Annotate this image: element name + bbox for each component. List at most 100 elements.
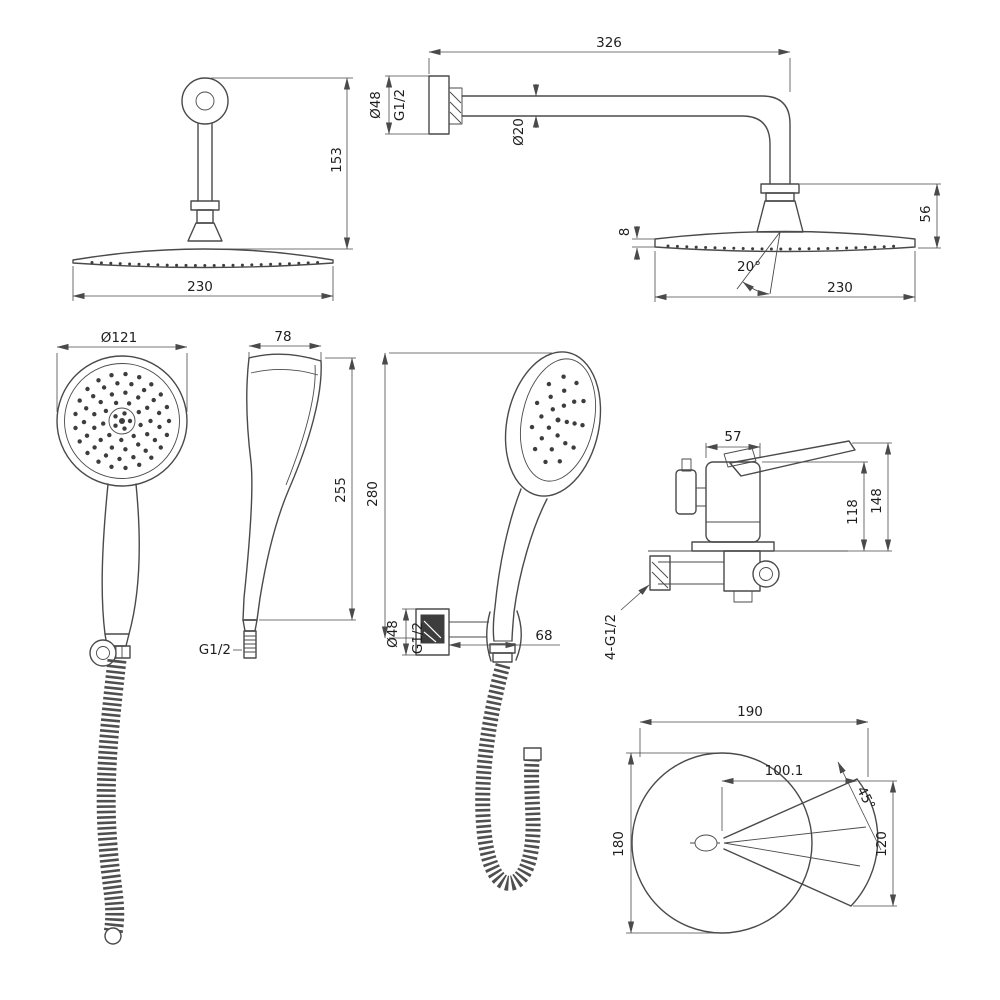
hose-nut-knurl: [492, 652, 513, 663]
supply-elbow: [649, 555, 671, 591]
head-connector: [187, 222, 223, 242]
hose-end-fitting: [523, 747, 542, 761]
holder-arm: [449, 621, 489, 638]
dim-label-width: 230: [187, 279, 213, 295]
holder-cup-right: [515, 610, 522, 661]
shower-head: [654, 230, 916, 253]
handle-right-edge: [128, 483, 141, 635]
dim-label-height-inner: 118: [845, 499, 861, 525]
handshower-side-view: 78 G1/2 255: [199, 329, 356, 659]
wall-flange-inner: [195, 91, 215, 111]
dim-line-angle: [837, 761, 882, 851]
nozzle-ring-3: [92, 390, 153, 452]
extension-lines: [56, 353, 188, 412]
dim-label-thickness: 8: [617, 228, 633, 237]
face-ring: [64, 363, 180, 479]
wall-flange: [428, 75, 450, 135]
extension-lines: [632, 238, 655, 248]
thread-nut: [242, 619, 258, 632]
center-ring: [108, 407, 136, 435]
head-band-line: [250, 368, 319, 376]
bottom-port: [733, 590, 753, 603]
extension-lines: [385, 75, 429, 135]
extension-lines: [389, 352, 552, 639]
cartridge-center: [694, 834, 718, 852]
escutcheon-outline: [631, 752, 813, 934]
head-left-edge: [242, 357, 253, 621]
shower-hose: [475, 663, 541, 891]
dim-label-flange: Ø48: [368, 91, 384, 119]
shower-head: [72, 248, 334, 269]
hose-end-fitting: [104, 927, 122, 945]
nozzle-ring-2: [101, 400, 143, 443]
lever-boss: [723, 447, 757, 468]
hanger-ring-inner: [96, 646, 110, 660]
arm-joint: [196, 209, 214, 224]
nozzle-ring-2: [539, 388, 577, 452]
dim-label-diameter: Ø121: [101, 330, 137, 346]
thread-stem: [243, 630, 257, 659]
dim-label-flange: Ø48: [385, 620, 401, 648]
diverter-connection: [696, 487, 706, 507]
handshower-wall-view: 280 Ø48 G1/2 68: [365, 351, 602, 891]
elbow-hatch: [651, 561, 669, 589]
tilt-angle-lines: [736, 231, 781, 295]
dim-label-height: 153: [329, 147, 345, 173]
nozzle-ring-4: [81, 381, 162, 462]
head-top-edge: [248, 353, 322, 362]
extension-lines: [428, 58, 791, 92]
handle-facet-lines: [723, 826, 867, 867]
thread-hatch: [423, 620, 442, 643]
holder-cup-left: [486, 611, 492, 662]
extension-lines: [211, 77, 353, 250]
mixer-side-view: 57 118 148 4-G1/2: [603, 429, 892, 660]
head-connector: [756, 200, 804, 233]
handle-left-edge: [101, 483, 109, 635]
wall-flange-outline: [181, 77, 229, 125]
diverter-stem: [681, 458, 692, 472]
dim-label-height: 180: [611, 831, 627, 857]
handle-left-edge: [492, 488, 522, 642]
dim-label-arm-length: 326: [596, 35, 622, 51]
face-ring: [520, 358, 596, 482]
shower-hose: [96, 658, 127, 935]
mixer-front-view: 190 100.1 45° 180 120: [611, 704, 897, 934]
extension-lines: [705, 443, 761, 458]
dim-label-angle: 45°: [853, 784, 878, 813]
head-nozzles: [666, 244, 896, 251]
nozzle-ring-1: [113, 411, 133, 431]
center-nozzle: [119, 418, 125, 424]
arm-pipe-inner: [461, 115, 771, 185]
mixer-lever: [729, 440, 856, 477]
dim-label-drop: 56: [918, 205, 934, 222]
dim-label-thread: G1/2: [410, 622, 426, 654]
handle-right-edge: [511, 498, 548, 642]
outlet-port: [752, 560, 780, 588]
dim-label-length: 255: [333, 477, 349, 503]
dim-label-offset: 68: [535, 628, 552, 644]
handshower-front-view: Ø121: [56, 330, 188, 945]
tilt-angle-arc: [742, 281, 770, 297]
dim-label-connections: 4-G1/2: [603, 614, 619, 660]
dim-label-pipe: Ø20: [511, 118, 527, 146]
nozzle-ring-5: [73, 371, 172, 471]
supply-pipe: [658, 561, 724, 585]
extension-lines: [639, 728, 869, 777]
dim-label-head-width: 230: [827, 280, 853, 296]
center-nozzle: [555, 417, 561, 423]
head-nozzles: [90, 261, 320, 267]
head-outline: [56, 355, 188, 487]
arm-pipe-outer: [461, 95, 791, 185]
extension-lines: [654, 251, 916, 302]
face-plate-line: [285, 364, 316, 486]
connections-leader: [620, 584, 650, 611]
diverter-knob: [675, 469, 697, 515]
handle-upper-edge: [723, 778, 858, 839]
dim-label-body-width: 57: [724, 429, 741, 445]
nozzle-ring-1: [546, 403, 569, 438]
dim-label-thread: G1/2: [199, 642, 231, 658]
overhead-shower-arm-view: 326 Ø48 G1/2 Ø20 8 56 20° 230: [368, 35, 941, 302]
thread-hatch: [244, 635, 256, 653]
